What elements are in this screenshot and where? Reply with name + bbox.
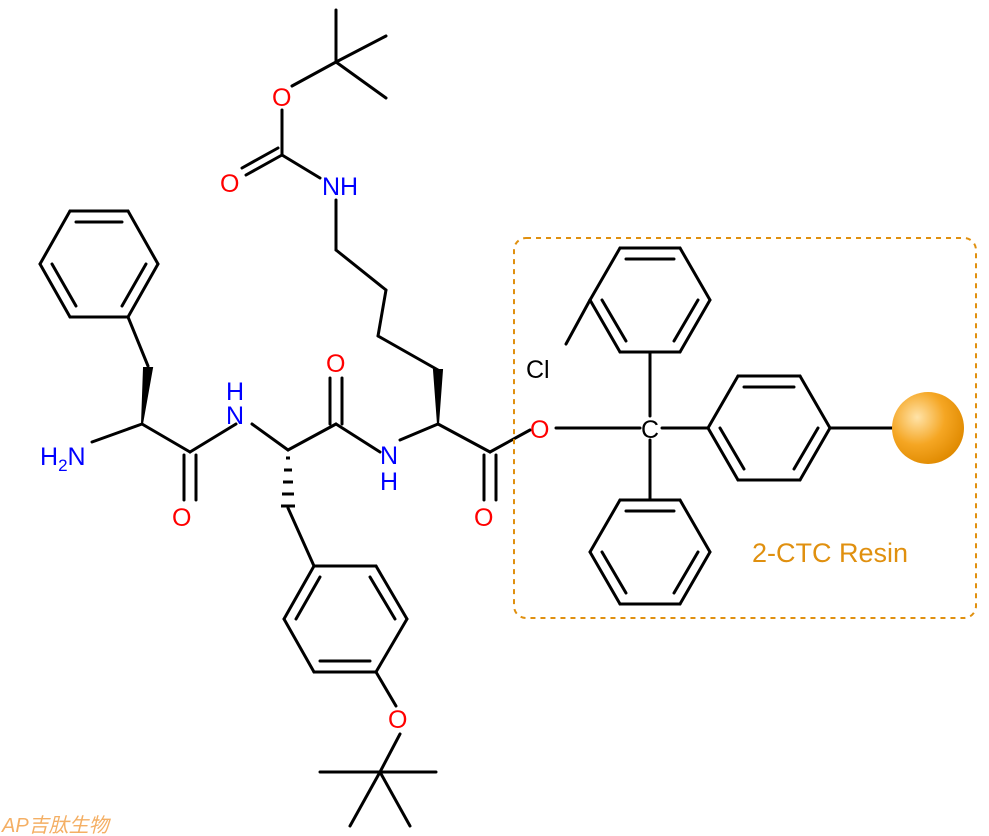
- tyr-phenyl-ring: [282, 564, 409, 674]
- lys-alpha-wedge: [432, 369, 444, 425]
- atom-amide-n-2: N: [380, 442, 398, 470]
- atom-boc-nh: NH: [322, 173, 358, 201]
- resin-bead-icon: [892, 392, 964, 464]
- atom-amine-n: H2N: [40, 443, 86, 475]
- atom-ester-o: O: [530, 416, 549, 444]
- atom-trityl-c: C: [641, 416, 659, 444]
- atom-boc-ester-o: O: [272, 84, 291, 112]
- chlorophenyl-ring: [588, 246, 712, 354]
- atom-tbu-ether-o: O: [388, 706, 407, 734]
- atom-chlorine: Cl: [526, 356, 550, 384]
- atom-phe-carbonyl-o: O: [172, 504, 191, 532]
- phe-phenyl-ring: [38, 209, 160, 319]
- atom-amide-h-1: H: [226, 378, 244, 406]
- tyr-alpha-hash: [281, 456, 295, 508]
- bond-lines: [38, 8, 900, 828]
- resin-region-box: [513, 237, 977, 619]
- atom-amide-n-1: N: [226, 402, 244, 430]
- lower-phenyl-ring: [588, 498, 712, 606]
- atom-amide-h-2: H: [380, 468, 398, 496]
- watermark-logo: AP吉肽生物: [1, 815, 112, 836]
- atom-labels: H2N N H N H NH O O O O O O O Cl C: [40, 84, 659, 734]
- stereo-wedges: [141, 367, 444, 508]
- atom-lys-carbonyl-o: O: [474, 504, 493, 532]
- para-phenyl-ring: [706, 374, 832, 482]
- phe-alpha-wedge: [141, 367, 154, 425]
- atom-boc-carbonyl-o: O: [220, 170, 239, 198]
- atom-tyr-carbonyl-o: O: [326, 350, 345, 378]
- resin-label: 2-CTC Resin: [752, 538, 908, 568]
